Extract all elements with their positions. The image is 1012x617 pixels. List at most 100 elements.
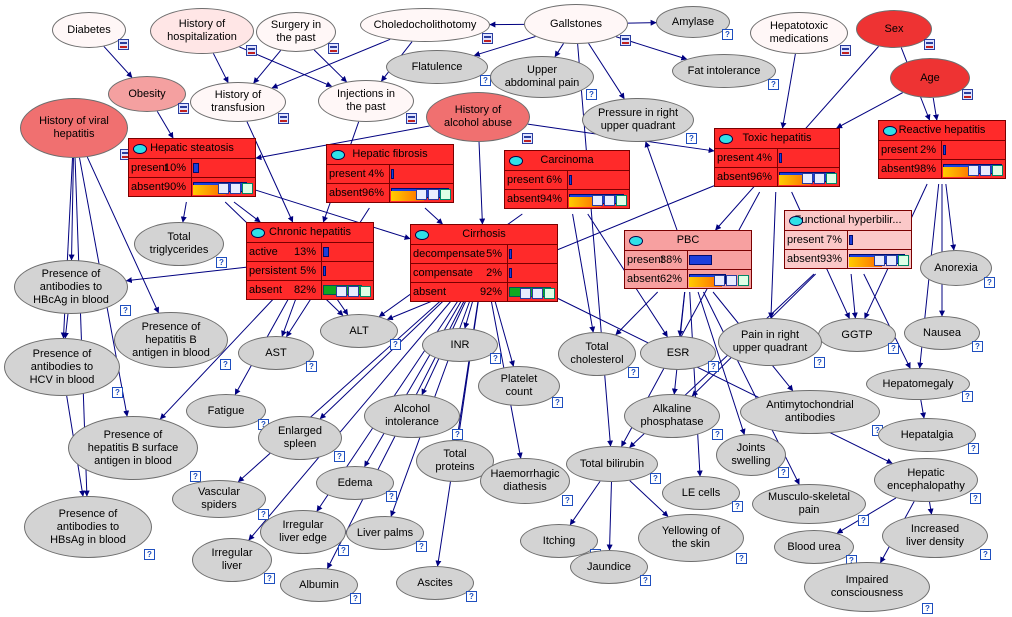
node-musculo[interactable]: Musculo-skeletal pain (752, 484, 866, 524)
check-icon[interactable] (440, 189, 451, 200)
question-icon[interactable]: ? (708, 361, 719, 372)
node-platelet[interactable]: Platelet count (478, 366, 560, 406)
monitor-icon[interactable] (620, 35, 631, 46)
node-ascites[interactable]: Ascites (396, 566, 474, 600)
node-hbsag-anti[interactable]: Presence of antibodies to HBsAg in blood (24, 496, 152, 558)
node-hist-alcohol[interactable]: History of alcohol abuse (426, 92, 530, 142)
node-total-bili[interactable]: Total bilirubin (566, 446, 658, 482)
check-icon[interactable] (992, 165, 1003, 176)
node-pressure-ruq[interactable]: Pressure in right upper quadrant (582, 98, 694, 142)
grid-icon[interactable] (886, 255, 897, 266)
grid-icon[interactable] (348, 286, 359, 297)
question-icon[interactable]: ? (732, 501, 743, 512)
question-icon[interactable]: ? (736, 553, 747, 564)
question-icon[interactable]: ? (650, 473, 661, 484)
node-joints[interactable]: Joints swelling (716, 434, 786, 476)
check-icon[interactable] (544, 288, 555, 299)
question-icon[interactable]: ? (338, 545, 349, 556)
node-enlarged-spleen[interactable]: Enlarged spleen (258, 416, 342, 460)
monitor-icon[interactable] (118, 39, 129, 50)
node-hist-viral[interactable]: History of viral hepatitis (20, 98, 128, 158)
question-icon[interactable]: ? (390, 339, 401, 350)
check-icon[interactable] (898, 255, 909, 266)
node-total-trig[interactable]: Total triglycerides (134, 222, 224, 266)
question-icon[interactable]: ? (416, 541, 427, 552)
question-icon[interactable]: ? (858, 515, 869, 526)
question-icon[interactable]: ? (628, 367, 639, 378)
monitor-icon[interactable] (874, 255, 885, 266)
monitor-icon[interactable] (406, 113, 417, 124)
monitor-icon[interactable] (336, 286, 347, 297)
question-icon[interactable]: ? (562, 495, 573, 506)
monitor-icon[interactable] (840, 45, 851, 56)
question-icon[interactable]: ? (552, 397, 563, 408)
node-ast[interactable]: AST (238, 336, 314, 370)
node-hbcag[interactable]: Presence of antibodies to HBcAg in blood (14, 260, 128, 314)
question-icon[interactable]: ? (970, 493, 981, 504)
question-icon[interactable]: ? (778, 467, 789, 478)
check-icon[interactable] (738, 275, 749, 286)
question-icon[interactable]: ? (984, 277, 995, 288)
grid-icon[interactable] (980, 165, 991, 176)
question-icon[interactable]: ? (972, 341, 983, 352)
node-blood-urea[interactable]: Blood urea (774, 530, 854, 564)
node-pain-ruq[interactable]: Pain in right upper quadrant (718, 318, 822, 366)
node-hbsag-antigen[interactable]: Presence of hepatitis B antigen in blood (114, 312, 228, 368)
node-hist-transf[interactable]: History of transfusion (190, 82, 286, 122)
node-hbsag-surface[interactable]: Presence of hepatitis B surface antigen … (68, 416, 198, 480)
check-icon[interactable] (360, 286, 371, 297)
node-anorexia[interactable]: Anorexia (920, 250, 992, 286)
monitor-icon[interactable] (218, 183, 229, 194)
node-hepatomegaly[interactable]: Hepatomegaly (866, 368, 970, 400)
monitor-icon[interactable] (178, 103, 189, 114)
monitor-icon[interactable] (246, 45, 257, 56)
question-icon[interactable]: ? (334, 451, 345, 462)
node-upper-abd[interactable]: Upper abdominal pain (490, 56, 594, 98)
node-liver-palms[interactable]: Liver palms (346, 516, 424, 550)
node-surgery[interactable]: Surgery in the past (256, 12, 336, 52)
question-icon[interactable]: ? (814, 357, 825, 368)
monitor-icon[interactable] (714, 275, 725, 286)
node-hepatalgia[interactable]: Hepatalgia (878, 418, 976, 452)
check-icon[interactable] (826, 173, 837, 184)
node-increased-density[interactable]: Increased liver density (882, 514, 988, 558)
monitor-icon[interactable] (802, 173, 813, 184)
node-vascular[interactable]: Vascular spiders (172, 480, 266, 518)
node-fatigue[interactable]: Fatigue (186, 394, 266, 428)
node-obesity[interactable]: Obesity (108, 76, 186, 112)
question-icon[interactable]: ? (980, 549, 991, 560)
question-icon[interactable]: ? (386, 491, 397, 502)
node-choledoch[interactable]: Choledocholithotomy (360, 8, 490, 42)
question-icon[interactable]: ? (258, 509, 269, 520)
monitor-icon[interactable] (968, 165, 979, 176)
question-icon[interactable]: ? (220, 359, 231, 370)
node-impaired[interactable]: Impaired consciousness (804, 562, 930, 612)
node-alk-phos[interactable]: Alkaline phosphatase (624, 394, 720, 438)
question-icon[interactable]: ? (922, 603, 933, 614)
monitor-icon[interactable] (416, 189, 427, 200)
question-icon[interactable]: ? (490, 353, 501, 364)
node-injections[interactable]: Injections in the past (318, 80, 414, 122)
question-icon[interactable]: ? (452, 429, 463, 440)
node-amylase[interactable]: Amylase (656, 6, 730, 38)
question-icon[interactable]: ? (120, 305, 131, 316)
question-icon[interactable]: ? (686, 133, 697, 144)
question-icon[interactable]: ? (712, 429, 723, 440)
